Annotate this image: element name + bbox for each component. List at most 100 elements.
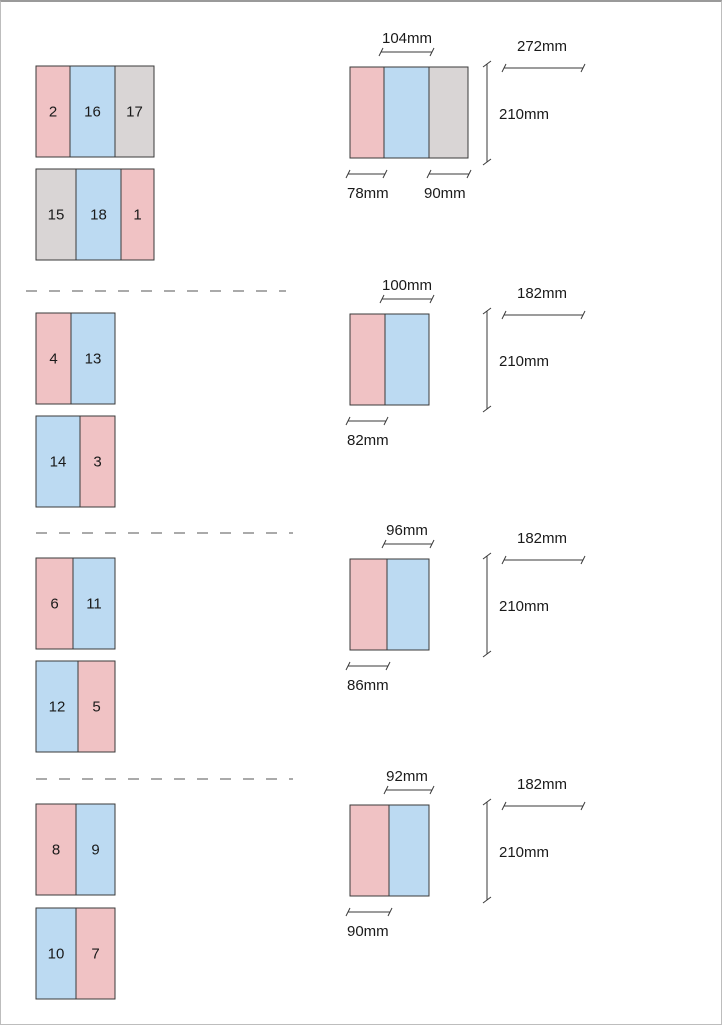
page-panel: [36, 416, 80, 507]
page-panel: [70, 66, 115, 157]
top-dimension-label: 92mm: [386, 768, 428, 785]
total-width-dimension: [501, 63, 586, 73]
page-panel: [71, 313, 115, 404]
page-arrangement: 10 7: [35, 907, 116, 1000]
dimension-tick: [345, 661, 351, 671]
page-number: 18: [90, 207, 107, 224]
top-dimension: [379, 294, 435, 304]
total-width-dimension: [501, 801, 586, 811]
dimension-tick: [429, 294, 435, 304]
left-dimension-label: 78mm: [347, 185, 389, 202]
dimension-tick: [501, 555, 507, 565]
dimension-tick: [385, 661, 391, 671]
dimension-tick: [378, 47, 384, 57]
page-panel: [36, 804, 76, 895]
arrangement-outline: [35, 168, 155, 261]
page-number: 7: [91, 946, 99, 963]
left-dimension: [345, 661, 391, 671]
page-number: 10: [48, 946, 65, 963]
page-panel: [36, 908, 76, 999]
page-number: 6: [50, 596, 58, 613]
dimension-tick: [580, 63, 586, 73]
dimension-tick: [429, 539, 435, 549]
dimension-tick: [345, 169, 351, 179]
dimension-tick: [379, 294, 385, 304]
page-panel: [76, 908, 115, 999]
page-number: 9: [91, 842, 99, 859]
top-dimension-label: 100mm: [382, 277, 432, 294]
dimension-tick: [501, 310, 507, 320]
total-width-dimension: [501, 555, 586, 565]
spec-panel: [350, 559, 387, 650]
page-number: 15: [48, 207, 65, 224]
top-dimension-label: 96mm: [386, 522, 428, 539]
dimension-tick: [482, 60, 492, 68]
page-panel: [36, 66, 70, 157]
dimension-tick: [466, 169, 472, 179]
height-dimension: [482, 307, 492, 413]
left-dimension: [345, 907, 393, 917]
spec-panel: [387, 559, 429, 650]
page-panel: [36, 661, 78, 752]
top-dimension-label: 104mm: [382, 30, 432, 47]
total-width-label: 182mm: [517, 776, 567, 793]
dimension-tick: [482, 405, 492, 413]
page-number: 17: [126, 104, 143, 121]
height-dimension: [482, 552, 492, 658]
total-width-label: 182mm: [517, 285, 567, 302]
page-arrangement: 6 11: [35, 557, 116, 650]
dimension-tick: [482, 798, 492, 806]
total-width-dimension: [501, 310, 586, 320]
dimension-tick: [345, 416, 351, 426]
left-dimension-label: 86mm: [347, 677, 389, 694]
dimension-tick: [580, 555, 586, 565]
page-number: 14: [50, 454, 67, 471]
dimension-tick: [501, 63, 507, 73]
dimension-tick: [482, 307, 492, 315]
height-label: 210mm: [499, 844, 549, 861]
height-dimension: [482, 60, 492, 166]
page-number: 1: [133, 207, 141, 224]
arrangement-outline: [35, 415, 116, 508]
dimension-tick: [482, 552, 492, 560]
top-dimension: [378, 47, 435, 57]
page-panel: [80, 416, 115, 507]
spec-panel: [350, 314, 385, 405]
left-dimension: [345, 169, 388, 179]
arrangement-outline: [35, 65, 155, 158]
page-number: 16: [84, 104, 101, 121]
right-dimension: [426, 169, 472, 179]
dimension-tick: [381, 539, 387, 549]
dimension-tick: [501, 801, 507, 811]
dimension-tick: [482, 650, 492, 658]
page-panel: [36, 313, 71, 404]
height-label: 210mm: [499, 106, 549, 123]
dimension-tick: [383, 785, 389, 795]
top-dimension: [383, 785, 435, 795]
page-panel: [36, 169, 76, 260]
page-number: 11: [86, 596, 102, 613]
page-panel: [73, 558, 115, 649]
left-dimension: [345, 416, 389, 426]
spec-panel: [385, 314, 429, 405]
page-panel: [36, 558, 73, 649]
dimension-spec: 96mm 182mm 210mm 86mm: [345, 522, 586, 694]
page-number: 4: [49, 351, 57, 368]
total-width-label: 272mm: [517, 38, 567, 55]
height-label: 210mm: [499, 598, 549, 615]
dimension-tick: [426, 169, 432, 179]
left-dimension-label: 82mm: [347, 432, 389, 449]
spec-panel: [350, 67, 384, 158]
total-width-label: 182mm: [517, 530, 567, 547]
dimension-tick: [482, 896, 492, 904]
